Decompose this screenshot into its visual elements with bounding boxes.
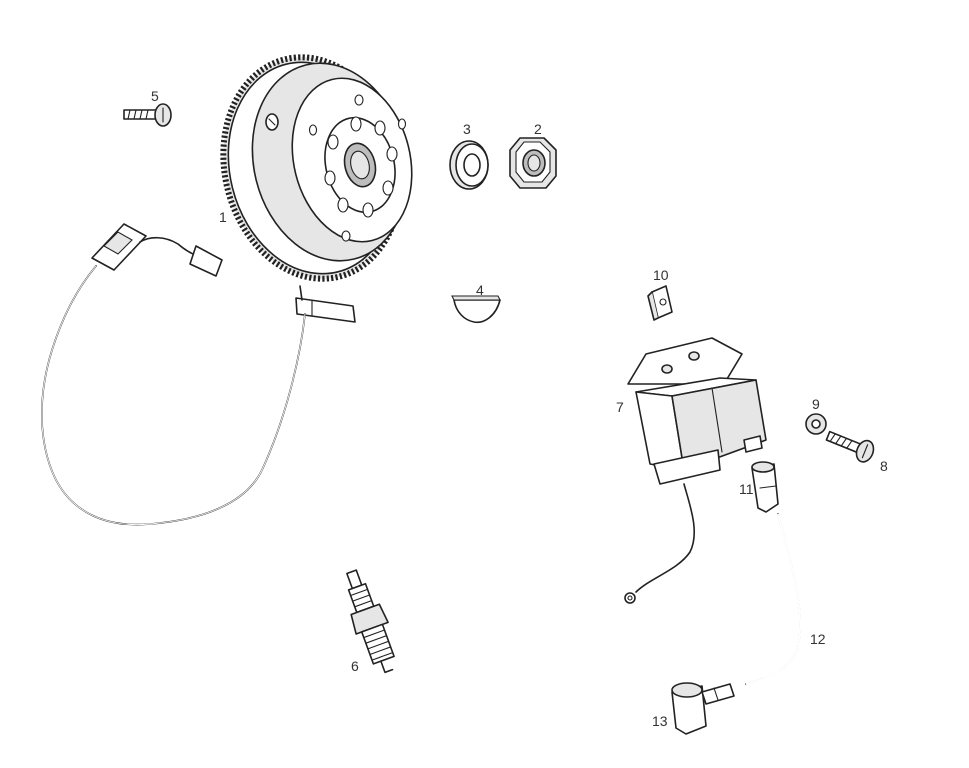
callout-2: 2	[534, 121, 542, 137]
part-6-spark-plug	[346, 569, 395, 674]
callout-labels: 1 2 3 4 5 6 7 8 9 10 11 12 13	[151, 88, 888, 729]
part-7-ignition-unit	[624, 337, 767, 604]
callout-4: 4	[476, 282, 484, 298]
callout-8: 8	[880, 458, 888, 474]
part-3-washer	[449, 140, 489, 190]
part-11-connector	[751, 461, 779, 513]
callout-1: 1	[219, 209, 227, 225]
part-4-key	[451, 295, 501, 324]
part-2-nut	[509, 137, 557, 189]
callout-13: 13	[652, 713, 668, 729]
callout-10: 10	[653, 267, 669, 283]
callout-9: 9	[812, 396, 820, 412]
callout-12: 12	[810, 631, 826, 647]
callout-7: 7	[616, 399, 624, 415]
part-9-washer	[805, 413, 827, 435]
callout-6: 6	[351, 658, 359, 674]
part-12-ht-lead	[745, 513, 802, 685]
part-10-clip-nut	[647, 285, 673, 321]
part-1-flywheel	[41, 54, 413, 526]
part-13-plug-cap	[671, 682, 735, 735]
callout-3: 3	[463, 121, 471, 137]
callout-11: 11	[739, 481, 754, 497]
part-5-screw	[123, 103, 172, 127]
callout-5: 5	[151, 88, 159, 104]
part-8-bolt	[825, 430, 875, 463]
